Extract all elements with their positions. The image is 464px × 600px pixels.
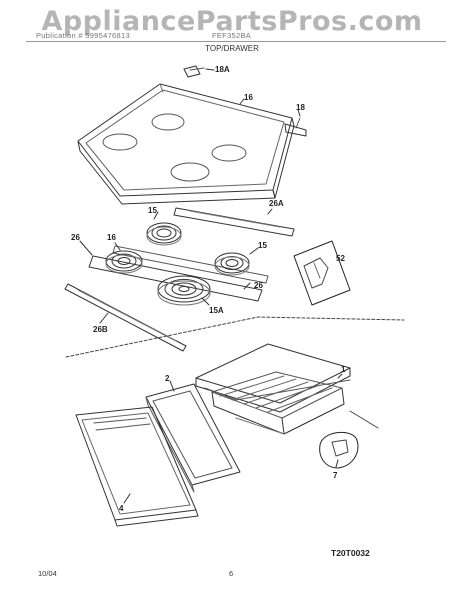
callout-26: 26 <box>71 233 80 242</box>
callout-26b: 26B <box>93 325 108 334</box>
callout-26a: 26A <box>269 199 284 208</box>
callout-18a: 18A <box>215 65 230 74</box>
callout-52: 52 <box>336 254 345 263</box>
model-number: FEF352BA <box>212 31 252 40</box>
footer-date: 10/04 <box>38 569 57 578</box>
callout-labels: 18A 16 18 15 26A 26 16 15 52 26 15A 26B … <box>71 65 346 513</box>
callout-16-element: 16 <box>107 233 116 242</box>
callout-15: 15 <box>148 206 157 215</box>
drawer-part <box>195 343 351 435</box>
callout-1: 1 <box>341 365 346 374</box>
callout-18: 18 <box>296 103 305 112</box>
glide-7-part <box>319 410 379 469</box>
clip-18-part <box>284 117 307 137</box>
watermark: AppliancePartsPros.com <box>41 6 423 37</box>
callout-16: 16 <box>244 93 253 102</box>
element-assembly-part <box>88 222 269 306</box>
drawer-front-4-part <box>75 406 199 527</box>
callout-4: 4 <box>119 504 124 513</box>
page-number: 6 <box>229 569 234 578</box>
drawer-frame-2-part <box>145 383 241 493</box>
header-rule <box>26 41 446 42</box>
trim-26b-part <box>64 283 187 352</box>
callout-2: 2 <box>165 374 170 383</box>
cooktop-part <box>77 83 295 205</box>
callout-7: 7 <box>333 471 338 480</box>
callout-15-element: 15 <box>258 241 267 250</box>
section-divider <box>65 316 405 358</box>
callout-15a: 15A <box>209 306 224 315</box>
inset-52-box <box>293 240 351 306</box>
brace-26a-part <box>173 207 295 237</box>
figure-code: T20T0032 <box>331 548 370 558</box>
publication-number: Publication # 5995476813 <box>36 31 130 40</box>
section-title: TOP/DRAWER <box>205 44 259 53</box>
callout-26-right: 26 <box>254 281 263 290</box>
bracket-18a-part <box>183 65 205 78</box>
leader-lines <box>79 68 343 504</box>
